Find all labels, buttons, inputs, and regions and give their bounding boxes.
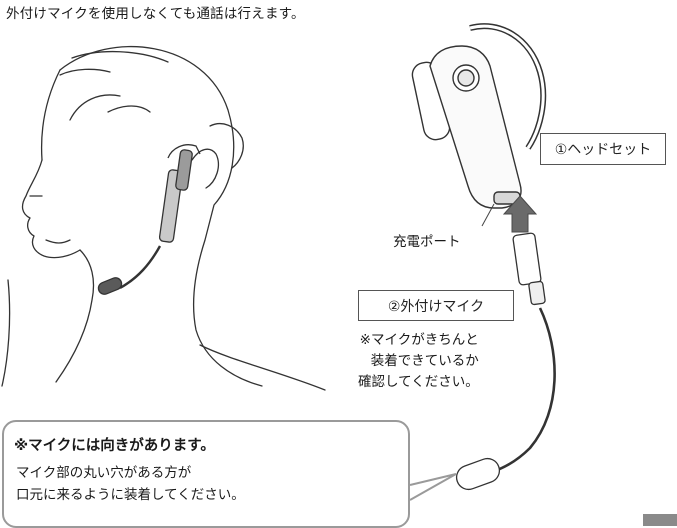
note-title: ※マイクには向きがあります。 bbox=[14, 438, 215, 454]
charging-port-label: 充電ポート bbox=[393, 234, 461, 250]
headset-device bbox=[411, 23, 547, 227]
page-edge-tab bbox=[643, 514, 677, 526]
mic-direction-note: ※マイクには向きがあります。 マイク部の丸い穴がある方が 口元に来るように装着し… bbox=[2, 420, 410, 528]
external-mic-label: ②外付けマイク bbox=[358, 290, 514, 321]
instruction-text: 外付けマイクを使用しなくても通話は行えます。 bbox=[6, 6, 305, 22]
mic-check-note: ※マイクがきちんと 装着できているか 確認してください。 bbox=[358, 332, 479, 390]
external-mic bbox=[455, 232, 556, 491]
worn-headset bbox=[97, 144, 201, 295]
note-body: マイク部の丸い穴がある方が 口元に来るように装着してください。 bbox=[16, 465, 245, 503]
headset-label: ①ヘッドセット bbox=[540, 133, 666, 165]
head-illustration bbox=[1, 45, 326, 391]
connect-arrow bbox=[502, 195, 538, 233]
